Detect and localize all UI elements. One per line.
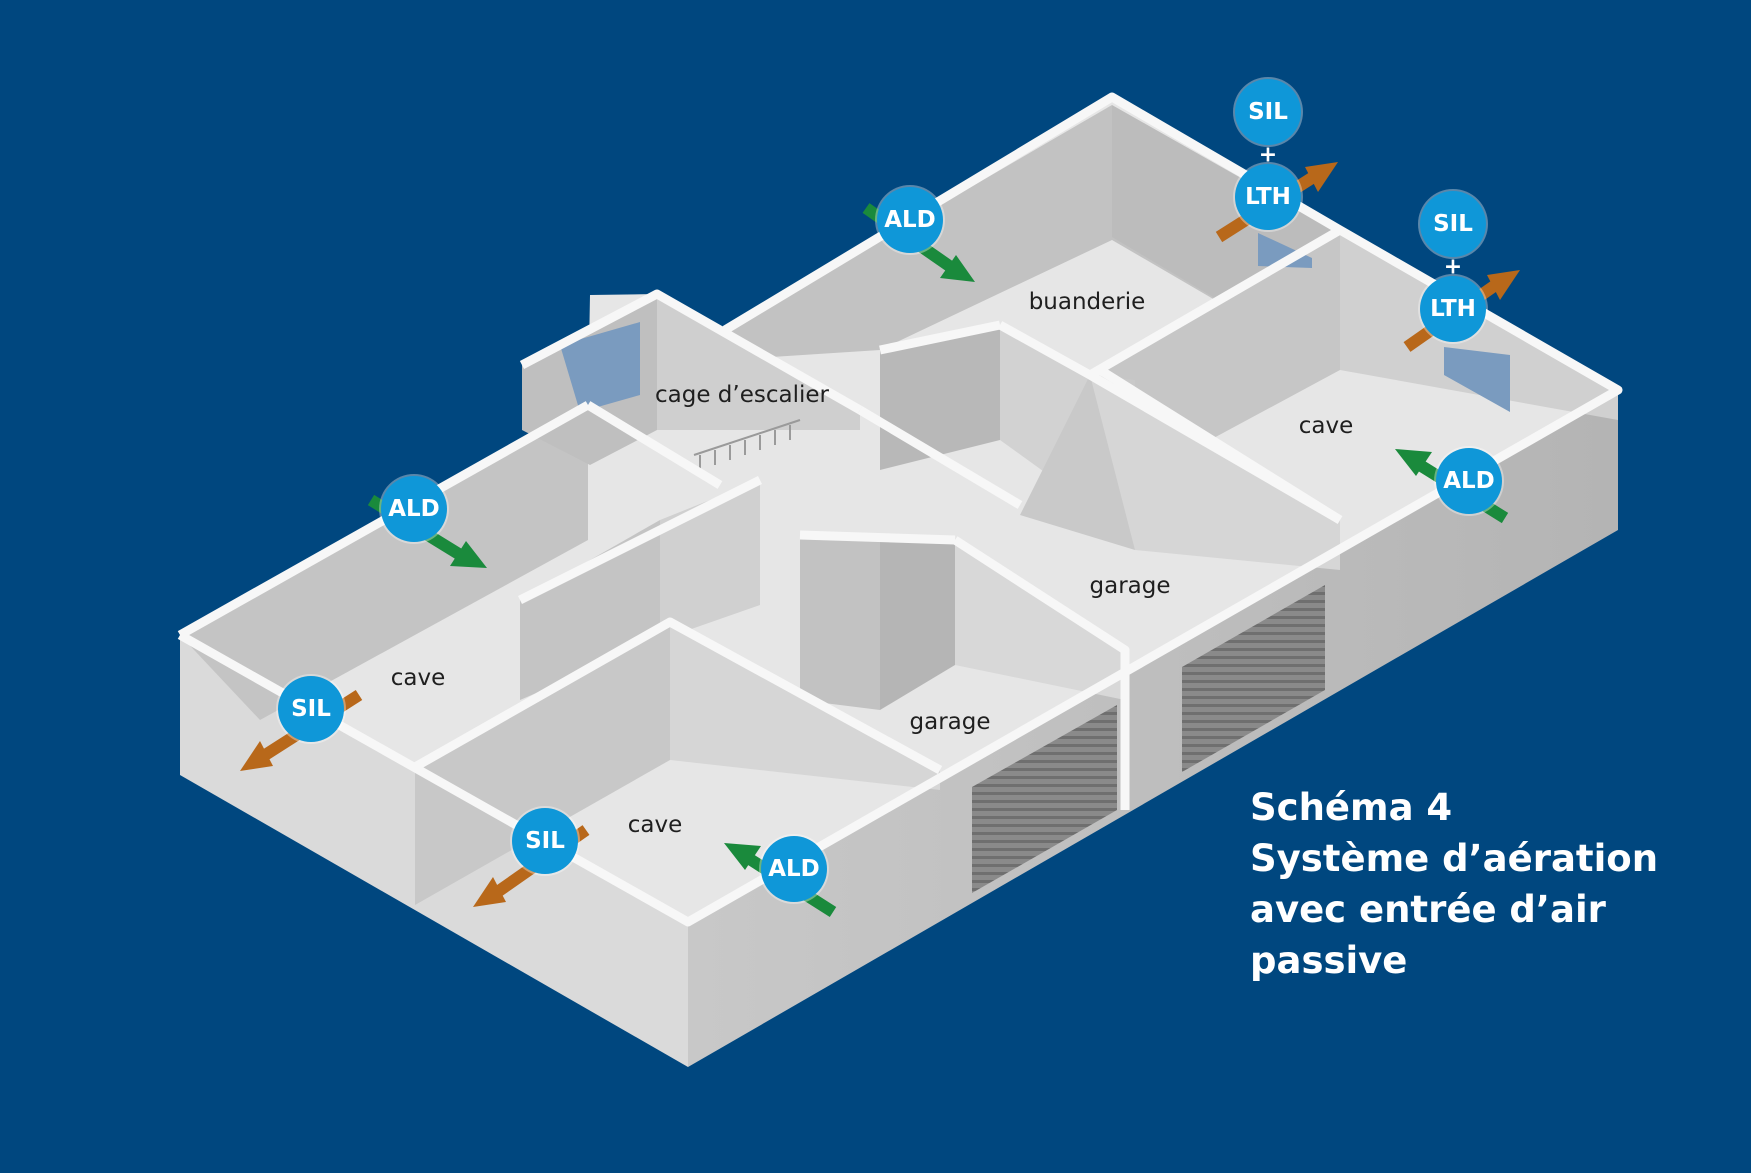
room-label-buanderie: buanderie xyxy=(1028,289,1146,315)
room-label-cave-front: cave xyxy=(627,812,683,838)
back-wall-buanderie xyxy=(725,105,1340,360)
caption-line-4: passive xyxy=(1250,939,1408,982)
window-cave-right xyxy=(1444,347,1510,412)
caption-line-1: Schéma 4 xyxy=(1250,786,1453,829)
sil-badge-top-2: SIL xyxy=(1420,191,1486,257)
diagram-caption: Schéma 4 Système d’aération avec entrée … xyxy=(1250,782,1658,986)
plus-sign-1: + xyxy=(1258,142,1278,168)
room-label-garage-right: garage xyxy=(1089,573,1171,599)
sil-badge-left: SIL xyxy=(278,676,344,742)
ald-badge-right: ALD xyxy=(1436,448,1502,514)
back-wall-cave-right xyxy=(1100,235,1340,440)
lth-badge-top-1: LTH xyxy=(1235,164,1301,230)
room-label-cage-escalier: cage d’escalier xyxy=(655,382,829,408)
ald-badge-front: ALD xyxy=(761,836,827,902)
sil-badge-top-1: SIL xyxy=(1235,79,1301,145)
partition-front-cave xyxy=(415,622,670,905)
garage-door-1 xyxy=(972,705,1117,893)
ald-badge-top: ALD xyxy=(877,187,943,253)
window-stair xyxy=(560,322,640,412)
room-label-cave-right: cave xyxy=(1298,413,1354,439)
lth-badge-top-2: LTH xyxy=(1420,276,1486,342)
outer-wall-front-right xyxy=(688,390,1618,1067)
staircase xyxy=(693,419,801,470)
caption-line-2: Système d’aération xyxy=(1250,837,1659,880)
sil-badge-front: SIL xyxy=(512,808,578,874)
ald-badge-left: ALD xyxy=(381,476,447,542)
partition-garage-wall xyxy=(1090,375,1340,570)
partition-central-core xyxy=(800,535,880,710)
plus-sign-2: + xyxy=(1443,254,1463,280)
partition-central-core-side xyxy=(880,540,955,710)
partition-center-1 xyxy=(880,325,1000,470)
caption-line-3: avec entrée d’air xyxy=(1250,888,1606,931)
room-label-garage-center: garage xyxy=(909,709,991,735)
garage-door-2 xyxy=(1182,585,1325,772)
room-label-cave-left: cave xyxy=(390,665,446,691)
back-wall-left-cave xyxy=(180,405,588,720)
partition-garage-center xyxy=(955,540,1125,700)
